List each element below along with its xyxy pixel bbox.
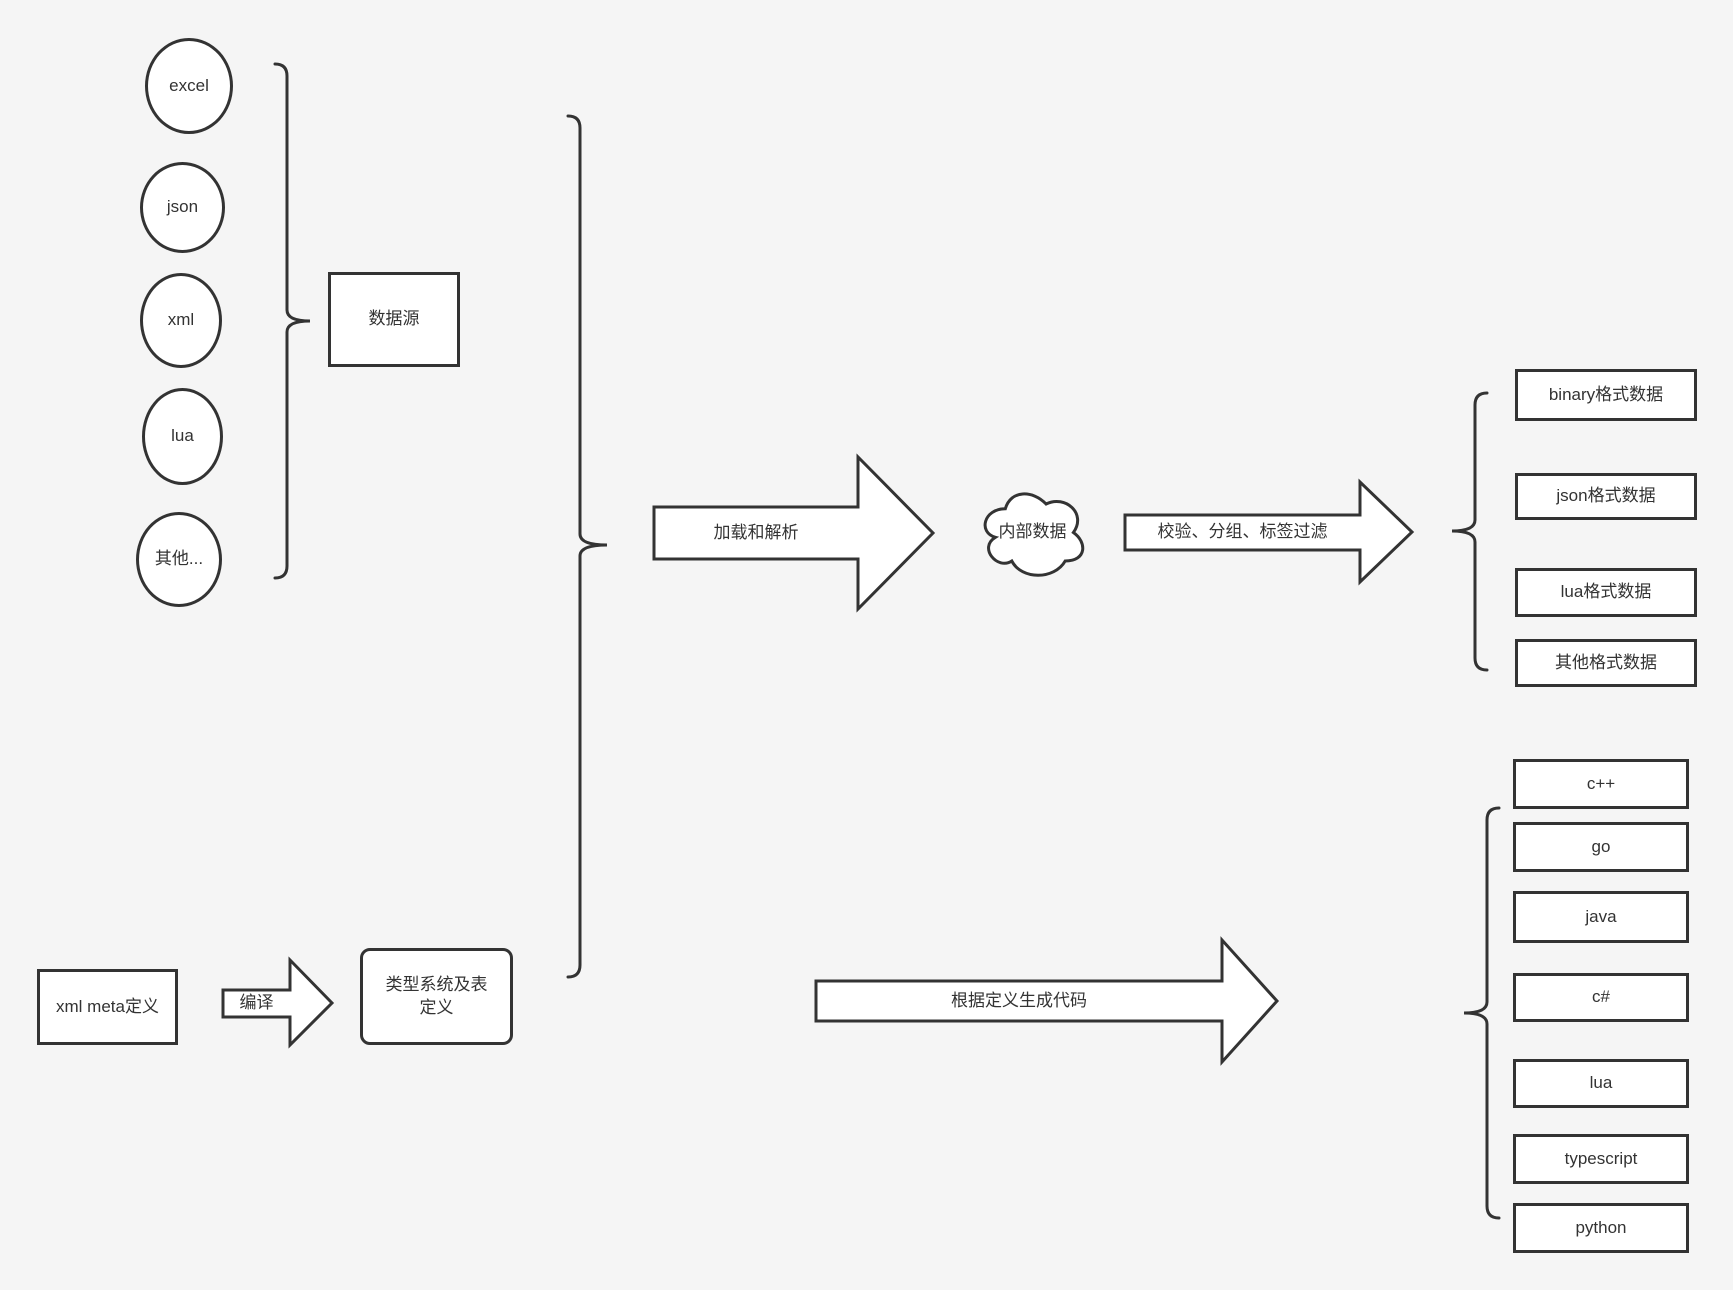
language-box-lua: lua [1513, 1059, 1689, 1108]
format-box-lua: lua格式数据 [1515, 568, 1697, 617]
formats-brace [1451, 391, 1489, 672]
source-ellipse-json: json [140, 162, 225, 253]
format-box-other: 其他格式数据 [1515, 639, 1697, 687]
source-label-json: json [166, 197, 199, 217]
all-inputs-brace [566, 114, 608, 979]
format-label-lua: lua格式数据 [1560, 582, 1652, 602]
xml-meta-definition-label: xml meta定义 [56, 996, 159, 1016]
language-box-csharp: c# [1513, 973, 1689, 1022]
source-ellipse-lua: lua [142, 388, 223, 485]
datasource-group-box: 数据源 [328, 272, 460, 367]
language-label-go: go [1591, 836, 1611, 856]
source-ellipse-xml: xml [140, 273, 222, 368]
language-box-cpp: c++ [1513, 759, 1689, 809]
format-label-json: json格式数据 [1556, 486, 1656, 506]
source-ellipse-other: 其他... [136, 512, 222, 607]
language-label-java: java [1585, 906, 1617, 926]
language-label-typescript: typescript [1564, 1148, 1638, 1168]
format-box-binary: binary格式数据 [1515, 369, 1697, 421]
filter-arrow [1123, 478, 1415, 586]
language-label-csharp: c# [1592, 987, 1610, 1007]
codegen-arrow [814, 936, 1280, 1066]
language-box-java: java [1513, 891, 1689, 943]
source-label-lua: lua [171, 426, 194, 446]
compile-arrow [221, 956, 335, 1049]
format-box-json: json格式数据 [1515, 473, 1697, 520]
format-label-binary: binary格式数据 [1548, 384, 1664, 404]
type-system-label: 类型系统及表定义 [385, 974, 488, 1017]
source-label-xml: xml [167, 310, 195, 330]
source-label-excel: excel [169, 75, 209, 95]
xml-meta-definition-box: xml meta定义 [37, 969, 178, 1045]
type-system-box: 类型系统及表定义 [360, 948, 513, 1045]
datasource-group-label: 数据源 [368, 309, 420, 329]
language-box-python: python [1513, 1203, 1689, 1253]
load-parse-arrow [652, 453, 936, 613]
language-box-typescript: typescript [1513, 1134, 1689, 1184]
internal-data-cloud [983, 492, 1085, 577]
language-label-cpp: c++ [1586, 773, 1616, 793]
language-label-python: python [1575, 1217, 1627, 1237]
language-box-go: go [1513, 822, 1689, 872]
format-label-other: 其他格式数据 [1555, 652, 1657, 672]
source-ellipse-excel: excel [145, 38, 233, 134]
sources-brace [273, 62, 311, 580]
source-label-other: 其他... [154, 549, 204, 569]
language-label-lua: lua [1589, 1073, 1613, 1093]
languages-brace [1463, 806, 1501, 1220]
